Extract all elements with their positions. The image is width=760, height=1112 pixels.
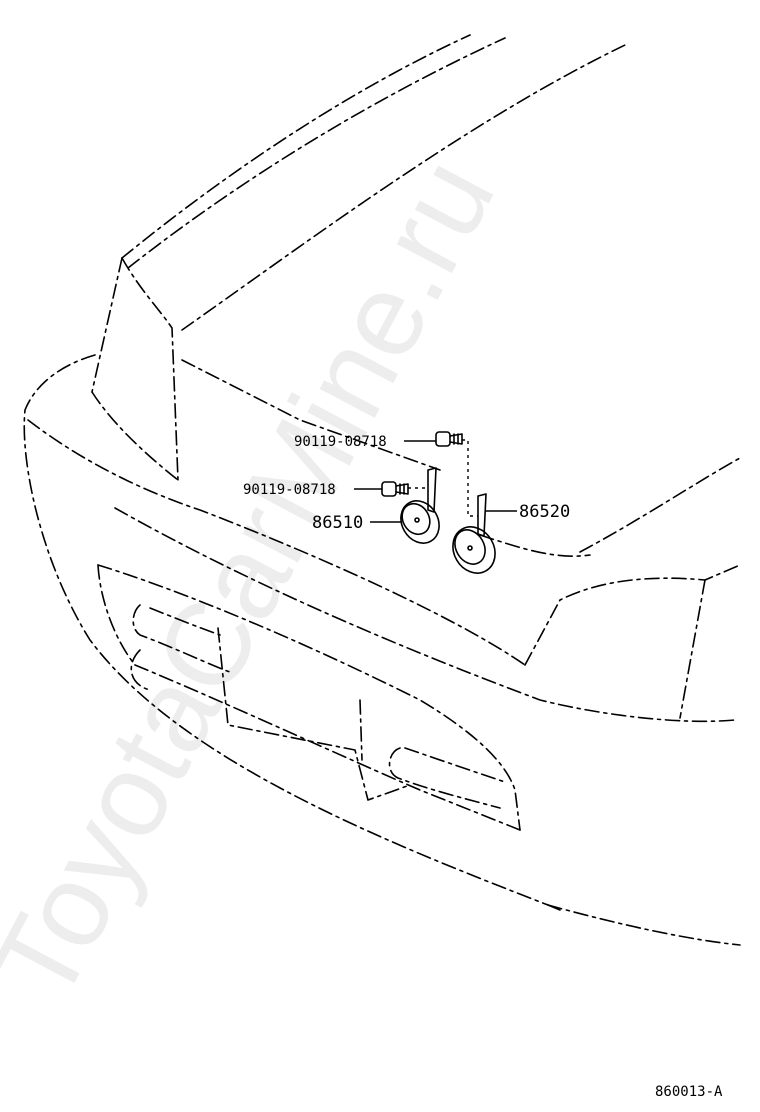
callout-bolt-upper: 90119-08718 bbox=[294, 434, 387, 450]
lower-grille bbox=[97, 564, 521, 831]
horn-left-icon bbox=[400, 467, 440, 544]
watermark: ToyotaCarMine.ru bbox=[0, 138, 520, 1022]
leader-lines bbox=[354, 440, 517, 523]
bumper-outline bbox=[23, 354, 741, 946]
figure-code: 860013-A bbox=[655, 1084, 723, 1100]
assembly-guides bbox=[408, 439, 478, 517]
callout-bolt-lower: 90119-08718 bbox=[243, 482, 336, 498]
bolt-upper-icon bbox=[435, 431, 463, 447]
hood-outline bbox=[91, 34, 626, 481]
callout-horn-left: 86510 bbox=[312, 513, 363, 533]
horn-right-icon bbox=[452, 493, 496, 574]
bolt-lower-icon bbox=[381, 481, 409, 497]
callout-horn-right: 86520 bbox=[519, 502, 570, 522]
